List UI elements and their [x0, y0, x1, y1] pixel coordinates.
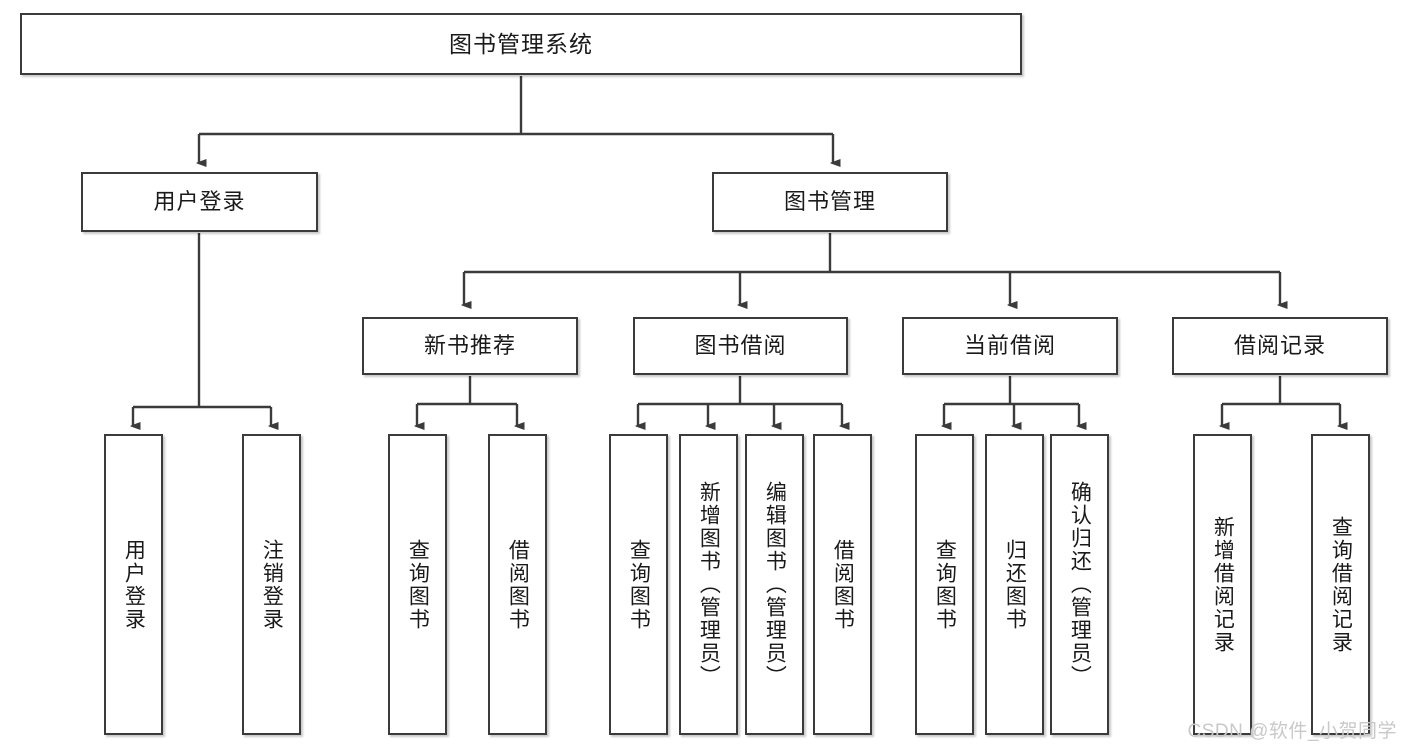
node-label: 借阅图书 — [831, 538, 855, 631]
node-label: 图书管理系统 — [449, 30, 593, 57]
leaf-current-borrow-query-book[interactable]: 查询图书 — [915, 434, 974, 735]
leaf-book-borrow-edit-book-admin[interactable]: 编辑图书（管理员） — [745, 434, 804, 735]
leaf-book-borrow-borrow-book[interactable]: 借阅图书 — [813, 434, 872, 735]
leaf-borrow-record-add-record[interactable]: 新增借阅记录 — [1193, 434, 1252, 735]
node-label: 查询借阅记录 — [1329, 515, 1353, 654]
node-root-book-management-system[interactable]: 图书管理系统 — [20, 13, 1022, 75]
node-label: 借阅图书 — [506, 538, 530, 631]
leaf-book-borrow-add-book-admin[interactable]: 新增图书（管理员） — [679, 434, 738, 735]
node-new-book-recommendation[interactable]: 新书推荐 — [362, 317, 578, 375]
node-current-borrowing[interactable]: 当前借阅 — [902, 317, 1118, 375]
node-label: 图书管理 — [783, 189, 876, 215]
node-user-login[interactable]: 用户登录 — [81, 172, 318, 232]
node-label: 新增图书（管理员） — [697, 481, 721, 688]
leaf-user-login-logout[interactable]: 注销登录 — [242, 434, 301, 735]
node-label: 当前借阅 — [963, 333, 1056, 359]
leaf-book-borrow-query-book[interactable]: 查询图书 — [609, 434, 668, 735]
node-label: 查询图书 — [406, 538, 430, 631]
watermark: CSDN @软件_小贺同学 — [1187, 721, 1397, 742]
node-label: 编辑图书（管理员） — [763, 481, 787, 688]
leaf-user-login-login[interactable]: 用户登录 — [104, 434, 163, 735]
leaf-current-borrow-confirm-return-admin[interactable]: 确认归还（管理员） — [1050, 434, 1109, 735]
node-label: 查询图书 — [933, 538, 957, 631]
leaf-new-book-borrow-book[interactable]: 借阅图书 — [488, 434, 547, 735]
node-label: 图书借阅 — [694, 333, 787, 359]
node-borrowing-record[interactable]: 借阅记录 — [1172, 317, 1388, 375]
node-book-management[interactable]: 图书管理 — [712, 172, 948, 232]
node-label: 用户登录 — [122, 538, 146, 631]
node-book-borrowing[interactable]: 图书借阅 — [633, 317, 848, 375]
node-label: 新增借阅记录 — [1211, 515, 1235, 654]
node-label: 借阅记录 — [1233, 333, 1326, 359]
leaf-borrow-record-query-record[interactable]: 查询借阅记录 — [1311, 434, 1370, 735]
leaf-current-borrow-return-book[interactable]: 归还图书 — [985, 434, 1044, 735]
node-label: 用户登录 — [153, 189, 246, 215]
node-label: 新书推荐 — [423, 333, 516, 359]
node-label: 查询图书 — [627, 538, 651, 631]
node-label: 归还图书 — [1003, 538, 1027, 631]
node-label: 注销登录 — [260, 538, 284, 631]
leaf-new-book-query-book[interactable]: 查询图书 — [388, 434, 447, 735]
node-label: 确认归还（管理员） — [1068, 481, 1092, 688]
